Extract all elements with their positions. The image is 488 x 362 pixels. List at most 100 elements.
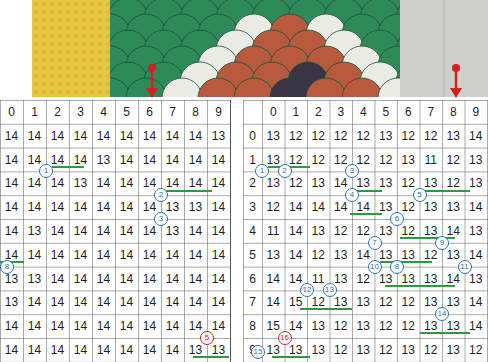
- table-cell: 13: [447, 320, 460, 332]
- table-cell: 14: [189, 130, 202, 142]
- column-header: 0: [270, 106, 277, 118]
- table-cell: 14: [74, 273, 87, 285]
- red-arrow: [146, 88, 158, 98]
- column-header: 4: [100, 106, 107, 118]
- table-cell: 14: [469, 320, 482, 332]
- table-cell: 12: [424, 249, 437, 261]
- callout-number: 10: [368, 260, 382, 274]
- table-cell: 14: [469, 296, 482, 308]
- table-cell: 14: [120, 201, 133, 213]
- table-cell: 14: [120, 344, 133, 356]
- table-cell: 12: [379, 344, 392, 356]
- table-cell: 13: [189, 201, 202, 213]
- table-cell: 13: [312, 177, 325, 189]
- table-cell: 13: [28, 273, 41, 285]
- column-header: 5: [123, 106, 130, 118]
- table-cell: 14: [28, 249, 41, 261]
- table-cell: 13: [402, 154, 415, 166]
- table-cell: 14: [51, 249, 64, 261]
- table-cell: 12: [402, 225, 415, 237]
- table-cell: 13: [469, 154, 482, 166]
- column-header: 6: [405, 106, 412, 118]
- table-cell: 12: [357, 273, 370, 285]
- table-cell: 14: [212, 177, 225, 189]
- table-cell: 14: [74, 320, 87, 332]
- table-cell: 14: [189, 320, 202, 332]
- table-cell: 11: [312, 273, 324, 285]
- table-cell: 13: [379, 249, 392, 261]
- table-cell: 14: [120, 273, 133, 285]
- table-cell: 14: [289, 201, 302, 213]
- table-cell: 13: [424, 201, 437, 213]
- table-cell: 14: [5, 177, 18, 189]
- column-header: 4: [360, 106, 367, 118]
- table-cell: 12: [289, 177, 302, 189]
- table-cell: 14: [143, 344, 156, 356]
- callout-number: 3: [345, 164, 359, 178]
- row-header: 7: [249, 296, 256, 308]
- table-cell: 14: [5, 130, 18, 142]
- table-cell: 14: [143, 177, 156, 189]
- table-cell: 14: [357, 201, 370, 213]
- table-cell: 14: [51, 344, 64, 356]
- callout-number: 11: [458, 260, 472, 274]
- table-cell: 14: [5, 320, 18, 332]
- column-header: 1: [31, 106, 38, 118]
- granite-slab: [400, 0, 488, 97]
- table-cell: 14: [447, 225, 460, 237]
- table-cell: 14: [166, 154, 179, 166]
- table-cell: 14: [289, 273, 302, 285]
- table-cell: 14: [28, 130, 41, 142]
- scale-tiles: [110, 0, 400, 97]
- row-header: 2: [249, 177, 256, 189]
- table-cell: 13: [424, 273, 437, 285]
- row-header: 4: [249, 225, 256, 237]
- table-cell: 13: [447, 296, 460, 308]
- table-cell: 12: [334, 130, 347, 142]
- table-cell: 13: [402, 249, 415, 261]
- table-cell: 14: [143, 249, 156, 261]
- column-header: 8: [192, 106, 199, 118]
- red-arrow: [450, 88, 462, 98]
- table-cell: 12: [334, 154, 347, 166]
- table-cell: 13: [267, 344, 280, 356]
- table-cell: 14: [97, 177, 110, 189]
- row-label-column: [243, 100, 262, 362]
- column-header: 5: [382, 106, 389, 118]
- table-cell: 14: [28, 201, 41, 213]
- table-cell: 13: [189, 344, 202, 356]
- table-cell: 14: [51, 225, 64, 237]
- table-cell: 14: [143, 130, 156, 142]
- table-cell: 14: [97, 130, 110, 142]
- table-cell: 14: [74, 225, 87, 237]
- table-cell: 13: [379, 130, 392, 142]
- callout-number: 14: [435, 307, 449, 321]
- callout-number: 8: [0, 260, 14, 274]
- table-cell: 13: [74, 177, 87, 189]
- row-header: 5: [249, 249, 256, 261]
- callout-number: 5: [413, 188, 427, 202]
- table-cell: 13: [357, 344, 370, 356]
- table-cell: 14: [97, 296, 110, 308]
- table-cell: 14: [51, 154, 64, 166]
- table-cell: 12: [334, 344, 347, 356]
- table-cell: 13: [334, 249, 347, 261]
- column-header: 8: [450, 106, 457, 118]
- column-header: 0: [8, 106, 15, 118]
- row-header: 3: [249, 201, 256, 213]
- table-cell: 12: [402, 201, 415, 213]
- table-cell: 14: [120, 249, 133, 261]
- right-grid: [262, 100, 488, 362]
- table-cell: 12: [424, 344, 437, 356]
- table-cell: 14: [166, 177, 179, 189]
- callout-number: 13: [323, 283, 337, 297]
- table-cell: 14: [289, 225, 302, 237]
- table-cell: 14: [5, 154, 18, 166]
- table-cell: 14: [189, 296, 202, 308]
- table-cell: 14: [28, 344, 41, 356]
- table-cell: 14: [212, 249, 225, 261]
- column-header: 2: [315, 106, 322, 118]
- callout-number: 6: [390, 212, 404, 226]
- callout-number: 7: [368, 236, 382, 250]
- row-header: 6: [249, 273, 256, 285]
